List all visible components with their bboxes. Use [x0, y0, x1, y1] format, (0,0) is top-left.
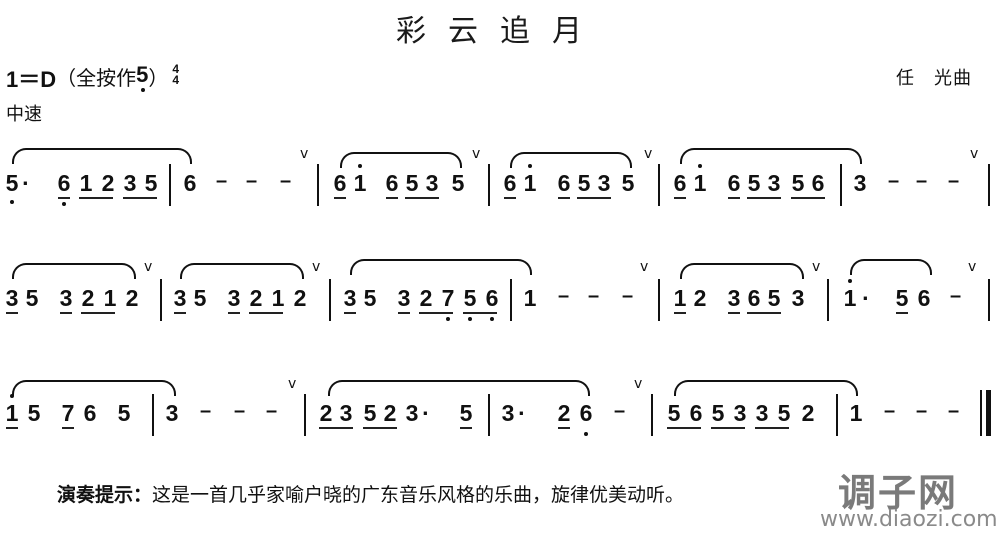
watermark-url: www.diaozi.com	[820, 507, 998, 532]
fingering-label: （全按作	[56, 66, 137, 90]
key-label: 1＝D	[6, 67, 57, 92]
fingering-note: 5	[136, 62, 148, 92]
tip-label: 演奏提示：	[57, 484, 153, 506]
tip-text: 这是一首几乎家喻户晓的广东音乐风格的乐曲，旋律优美动听。	[152, 484, 685, 506]
fingering-close: ）	[148, 66, 169, 90]
composer: 任 光曲	[896, 68, 972, 89]
score-row-2: 3 5 3 2 1 2 v 3 5 3 2 1 2 v 3 5 3 2 7 5 …	[0, 255, 1000, 325]
song-title: 彩云追月	[396, 14, 604, 49]
time-signature: 4 4	[172, 62, 180, 87]
performance-tip: 演奏提示：这是一首几乎家喻户晓的广东音乐风格的乐曲，旋律优美动听。	[57, 480, 684, 507]
watermark-site-name: 调子网	[838, 471, 959, 515]
tempo-marking: 中速	[6, 104, 42, 125]
score-row-1: 5 · 6 1 2 3 5 6 – – – v 6 1 6 5 3 5 v 6 …	[0, 140, 1000, 210]
score-row-3: 1 5 7 6 5 3 – – – v 2 3 5 2 3 · 5 3 · 2 …	[0, 370, 1000, 440]
key-signature: 1＝D （全按作 5 ） 4 4	[6, 62, 179, 94]
